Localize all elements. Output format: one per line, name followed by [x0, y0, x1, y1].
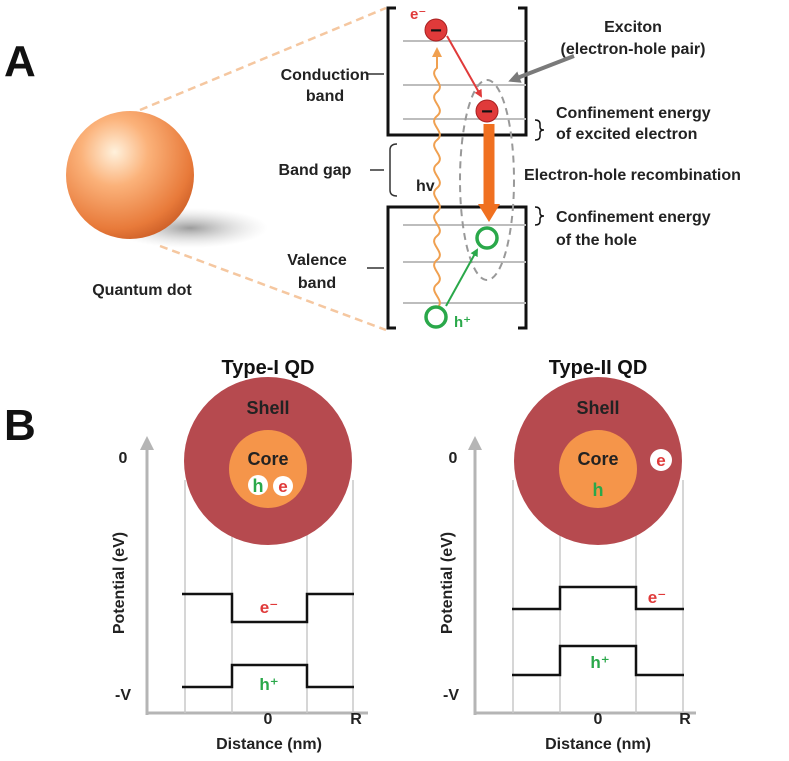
hole-bottom-label: h⁺: [454, 314, 471, 331]
exciton-label-1: Exciton: [604, 19, 662, 36]
band-gap-label: Band gap: [279, 162, 352, 179]
electron-relaxation-arrow: [446, 35, 482, 98]
type2-title: Type-II QD: [549, 357, 648, 379]
photon-wave-arrow: [432, 47, 442, 309]
type2-y-bottom-label: -V: [443, 687, 459, 704]
type1-y-top-label: 0: [119, 450, 128, 467]
electron-top: [424, 18, 448, 42]
quantum-dot-label: Quantum dot: [92, 282, 192, 299]
type2-hole-level-label: h⁺: [590, 653, 609, 672]
type1-shell-label: Shell: [246, 398, 289, 418]
electron-top-sign: −: [430, 20, 442, 42]
valence-band-label-1: Valence: [287, 252, 347, 269]
type2-x-zero-label: 0: [594, 711, 603, 728]
type2-electron-letter: e: [656, 451, 665, 470]
electron-top-label: e⁻: [410, 6, 426, 23]
hole-relaxed: [475, 226, 499, 250]
exciton-ellipse: [459, 79, 515, 281]
type1-y-axis-arrow: [140, 436, 154, 450]
conf-electron-label-1: Confinement energy: [556, 105, 711, 122]
type2-valence-profile: [512, 644, 684, 677]
recombination-arrow-head: [478, 204, 500, 222]
type2-x-axis-label: Distance (nm): [545, 736, 651, 753]
conf-electron-label-2: of excited electron: [556, 126, 697, 143]
recombination-label: Electron-hole recombination: [524, 167, 741, 184]
type1-panel: Type-I QD Shell Core h e e⁻ h⁺ 0 -V Pote…: [111, 357, 368, 753]
conduction-bracket-left: [386, 6, 396, 137]
band-gap-bracket: [389, 143, 398, 197]
quantum-dot-sphere: [66, 111, 194, 239]
type1-x-axis-label: Distance (nm): [216, 736, 322, 753]
valence-bracket-right: [518, 205, 528, 330]
type2-conduction-profile: [512, 585, 684, 611]
type1-x-zero-label: 0: [264, 711, 273, 728]
hole-bottom: [424, 305, 448, 329]
valence-bracket-left: [386, 205, 396, 330]
conf-electron-brace: [534, 119, 545, 141]
conduction-band-label-2: band: [306, 88, 344, 105]
type2-y-top-label: 0: [449, 450, 458, 467]
type2-y-axis-arrow: [468, 436, 482, 450]
conf-hole-label-2: of the hole: [556, 232, 637, 249]
type1-title: Type-I QD: [222, 357, 315, 379]
type1-core: [229, 430, 307, 508]
type1-valence-profile: [182, 663, 354, 689]
electron-relaxed-sign: −: [481, 101, 493, 123]
type1-hole-circle: [248, 475, 268, 495]
type2-hole-letter: h: [593, 480, 604, 500]
type1-core-label: Core: [247, 449, 288, 469]
type1-hole-level-label: h⁺: [259, 675, 278, 694]
type1-y-bottom-label: -V: [115, 687, 131, 704]
panel-b-letter: B: [4, 401, 36, 450]
projection-line-top: [139, 6, 387, 112]
type1-hole-letter: h: [253, 476, 264, 496]
type2-electron-level-label: e⁻: [648, 588, 666, 607]
exciton-pointer-arrow: [508, 54, 575, 83]
type1-electron-level-label: e⁻: [260, 598, 278, 617]
type1-conduction-profile: [182, 592, 354, 624]
valence-band-label-2: band: [298, 275, 336, 292]
panel-a-letter: A: [4, 37, 36, 86]
conduction-bracket-right: [518, 6, 528, 137]
conf-hole-label-1: Confinement energy: [556, 209, 711, 226]
type2-panel: Type-II QD Shell Core h e e⁻ h⁺ 0 -V Pot…: [439, 357, 696, 753]
projection-line-bottom: [159, 244, 387, 332]
type2-core: [559, 430, 637, 508]
type1-electron-circle: [273, 476, 293, 496]
type1-x-r-label: R: [350, 711, 362, 728]
exciton-label-2: (electron-hole pair): [561, 41, 706, 58]
type1-y-axis-label: Potential (eV): [111, 532, 128, 634]
conduction-band-label-1: Conduction: [281, 67, 370, 84]
type2-core-label: Core: [577, 449, 618, 469]
type1-electron-letter: e: [278, 477, 287, 496]
type2-electron-circle: [650, 449, 672, 471]
electron-relaxed: [475, 99, 499, 123]
hole-relaxation-arrow: [445, 248, 478, 307]
type2-shell-label: Shell: [576, 398, 619, 418]
conf-hole-brace: [534, 206, 545, 226]
type2-x-r-label: R: [679, 711, 691, 728]
type2-y-axis-label: Potential (eV): [439, 532, 456, 634]
photon-label: hv: [416, 178, 435, 195]
